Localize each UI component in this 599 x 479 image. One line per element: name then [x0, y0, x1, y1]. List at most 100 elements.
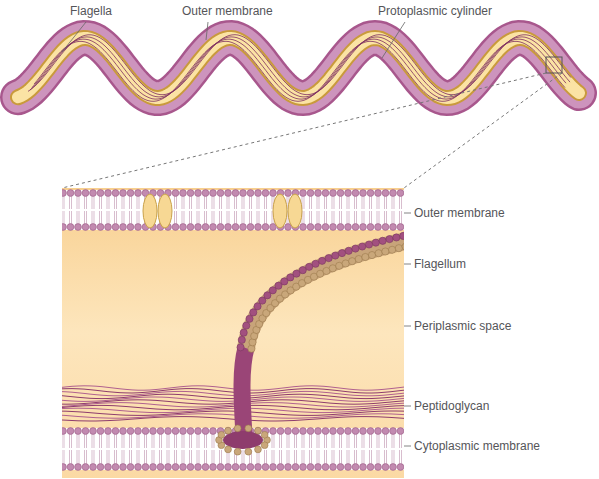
lipid-head	[217, 190, 224, 197]
lipid-head	[360, 190, 367, 197]
protoplasmic-cylinder	[18, 38, 579, 98]
flagellin-bead	[355, 255, 362, 262]
lipid-head	[285, 464, 292, 471]
lipid-head	[210, 428, 217, 435]
lipid-head	[397, 224, 404, 231]
lipid-head	[247, 464, 254, 471]
flagellin-bead	[379, 237, 386, 244]
lipid-head	[322, 224, 329, 231]
lipid-head	[397, 190, 404, 197]
part-label: Flagella	[70, 4, 112, 18]
lipid-head	[180, 428, 187, 435]
lipid-head	[165, 428, 172, 435]
lipid-head	[165, 464, 172, 471]
leader-line	[382, 22, 405, 58]
layer-label: Flagellum	[414, 257, 466, 271]
lipid-head	[232, 224, 239, 231]
flagellin-bead	[237, 344, 244, 351]
lipid-head	[62, 464, 66, 471]
flagellum-structure	[216, 229, 404, 455]
lipid-head	[352, 224, 359, 231]
lipid-head	[75, 190, 82, 197]
lipid-head	[390, 464, 397, 471]
lipid-head	[127, 224, 134, 231]
outer-membrane-bilayer	[62, 190, 404, 231]
lipid-head	[90, 464, 97, 471]
flagellin-bead	[250, 309, 257, 316]
peptidoglycan-strand	[62, 391, 404, 395]
lipid-head	[337, 464, 344, 471]
peptidoglycan-strand	[62, 389, 404, 393]
lipid-head	[352, 190, 359, 197]
layer-label: Peptidoglycan	[414, 399, 489, 413]
lipid-head	[120, 464, 127, 471]
lipid-head	[322, 428, 329, 435]
spirochete-body	[18, 35, 579, 102]
lipid-head	[300, 190, 307, 197]
motor-ring-bead	[234, 425, 241, 432]
lipid-head	[315, 464, 322, 471]
lipid-head	[82, 190, 89, 197]
lipid-head	[105, 428, 112, 435]
lipid-head	[285, 190, 292, 197]
lipid-head	[105, 190, 112, 197]
lipid-head	[135, 190, 142, 197]
lipid-head	[195, 464, 202, 471]
lipid-head	[352, 464, 359, 471]
outer-membrane-tube	[18, 38, 579, 98]
lipid-head	[262, 224, 269, 231]
outer-membrane-tube	[18, 38, 579, 98]
peptidoglycan-strand	[62, 417, 404, 421]
leader-line	[206, 22, 208, 40]
lipid-head	[255, 464, 262, 471]
lipid-head	[390, 224, 397, 231]
lipid-head	[345, 224, 352, 231]
lipid-head	[112, 464, 119, 471]
lipid-head	[75, 428, 82, 435]
lipid-head	[62, 190, 66, 197]
lipid-head	[187, 428, 194, 435]
lipid-head	[82, 428, 89, 435]
lipid-head	[315, 190, 322, 197]
cytoplasmic-membrane-bilayer	[62, 428, 404, 471]
flagellin-bead	[312, 260, 319, 267]
lipid-head	[180, 224, 187, 231]
flagellin-bead	[349, 258, 356, 265]
lipid-head	[202, 464, 209, 471]
flagellar-hook	[242, 348, 246, 436]
lipid-head	[397, 464, 404, 471]
lipid-head	[105, 224, 112, 231]
lipid-head	[270, 190, 277, 197]
lipid-head	[330, 428, 337, 435]
motor-ring-bead	[261, 442, 268, 449]
lipid-head	[210, 464, 217, 471]
lipid-head	[195, 224, 202, 231]
lipid-head	[82, 464, 89, 471]
lipid-head	[277, 428, 284, 435]
flagellin-bead	[386, 236, 393, 243]
flagellin-bead	[375, 250, 382, 257]
lipid-head	[97, 190, 104, 197]
lipid-head	[285, 428, 292, 435]
lipid-head	[240, 464, 247, 471]
motor-ring-bead	[225, 427, 232, 434]
motor-ring-bead	[261, 431, 268, 438]
lipid-head	[337, 190, 344, 197]
flagellin-bead	[402, 243, 404, 250]
lipid-head	[135, 224, 142, 231]
flagellin-bead	[306, 263, 313, 270]
lipid-head	[232, 190, 239, 197]
flagellin-bead	[352, 245, 359, 252]
flagellin-bead	[362, 253, 369, 260]
lipid-head	[112, 190, 119, 197]
lipid-head	[367, 428, 374, 435]
flagella-fibre	[30, 37, 570, 97]
lipid-head	[90, 224, 97, 231]
lipid-head	[120, 224, 127, 231]
lipid-head	[300, 224, 307, 231]
lipid-head	[195, 428, 202, 435]
lipid-head	[180, 464, 187, 471]
leader-line	[62, 22, 86, 52]
lipid-head	[307, 190, 314, 197]
flagellin-bead	[325, 255, 332, 262]
